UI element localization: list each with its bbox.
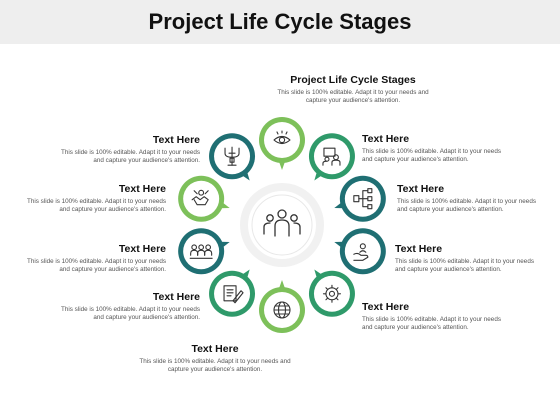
stage-label-lower-right: Text Here This slide is 100% editable. A… [362,301,512,332]
trident-icon [224,146,240,166]
stage-heading: Text Here [362,133,410,145]
stage-description: This slide is 100% editable. Adapt it to… [397,198,536,213]
stage-node [334,228,386,275]
group-people-icon [263,209,301,237]
stage-heading: Text Here [191,343,239,355]
stage-label-upper-right: Text Here This slide is 100% editable. A… [362,133,512,164]
stage-label-top: Project Life Cycle Stages This slide is … [268,74,438,105]
stage-description: This slide is 100% editable. Adapt it to… [362,316,501,331]
stage-inner [264,122,300,158]
stage-label-bottom: Text Here This slide is 100% editable. A… [130,343,300,374]
stage-inner [214,275,251,312]
stage-description: This slide is 100% editable. Adapt it to… [27,198,166,213]
stage-node [259,280,305,333]
stage-description: This slide is 100% editable. Adapt it to… [277,89,429,104]
stage-label-upper-left: Text Here This slide is 100% editable. A… [50,134,200,165]
stage-label-lower-left: Text Here This slide is 100% editable. A… [50,291,200,322]
team-icon [189,244,213,259]
stage-node [209,269,256,317]
stage-heading: Text Here [152,134,200,146]
stage-label-left-2: Text Here This slide is 100% editable. A… [16,243,166,274]
hub [240,183,324,267]
hand-person-icon [353,243,369,261]
stage-heading: Text Here [118,243,166,255]
stage-heading: Text Here [397,183,445,195]
stage-description: This slide is 100% editable. Adapt it to… [27,258,166,273]
stage-heading: Project Life Cycle Stages [290,74,416,86]
gear-icon [322,284,342,303]
handshake-icon [191,189,209,206]
stage-description: This slide is 100% editable. Adapt it to… [139,358,291,373]
globe-icon [273,301,291,319]
presentation-icon [322,147,341,166]
title-bar [0,0,560,44]
stage-node [178,175,230,222]
stage-node [178,228,230,275]
org-structure-icon [353,188,373,210]
stage-heading: Text Here [395,243,443,255]
stage-inner [313,275,350,312]
stage-label-right-2: Text Here This slide is 100% editable. A… [395,243,545,274]
stage-nodes [178,117,386,333]
stage-inner [183,233,220,270]
stage-heading: Text Here [152,291,200,303]
stage-node [259,117,305,170]
stage-heading: Text Here [118,183,166,195]
stage-node [308,133,355,181]
document-pen-icon [223,285,244,304]
stage-heading: Text Here [362,301,410,313]
eye-icon [273,130,291,145]
stage-label-right-1: Text Here This slide is 100% editable. A… [397,183,547,214]
stage-node [209,133,256,181]
stage-node [334,175,386,222]
page-title: Project Life Cycle Stages [148,9,412,34]
stage-node [308,269,355,317]
stage-label-left-1: Text Here This slide is 100% editable. A… [16,183,166,214]
stage-description: This slide is 100% editable. Adapt it to… [61,306,200,321]
stage-description: This slide is 100% editable. Adapt it to… [362,148,501,163]
stage-description: This slide is 100% editable. Adapt it to… [61,149,200,164]
stage-description: This slide is 100% editable. Adapt it to… [395,258,534,273]
